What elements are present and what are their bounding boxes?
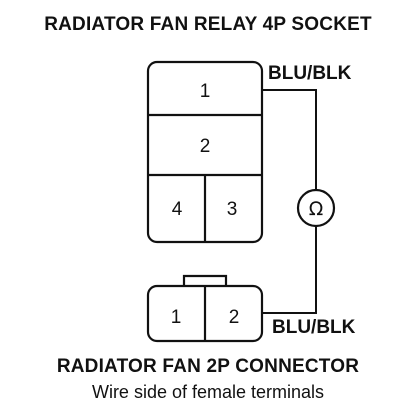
relay-socket-title: RADIATOR FAN RELAY 4P SOCKET bbox=[44, 14, 372, 35]
connector-pin-2: 2 bbox=[229, 307, 240, 328]
relay-pin-3: 3 bbox=[227, 199, 238, 220]
relay-wire-label: BLU/BLK bbox=[268, 63, 352, 84]
ohmmeter-icon bbox=[296, 188, 336, 228]
relay-pin-2: 2 bbox=[200, 136, 211, 157]
test-lead: Ω bbox=[262, 89, 336, 314]
ohm-symbol: Ω bbox=[309, 198, 324, 220]
fan-connector: 1 2 bbox=[146, 274, 264, 343]
test-lead-upper bbox=[262, 89, 317, 190]
connector-wire-label: BLU/BLK bbox=[272, 317, 356, 338]
test-lead-lower bbox=[262, 226, 317, 314]
relay-socket: 1 2 4 3 bbox=[146, 60, 264, 244]
connector-lock-tab bbox=[182, 274, 228, 286]
connector-title: RADIATOR FAN 2P CONNECTOR bbox=[56, 356, 360, 377]
relay-pin-4: 4 bbox=[172, 199, 183, 220]
relay-pin-1: 1 bbox=[200, 81, 211, 102]
connector-pin-1: 1 bbox=[171, 307, 182, 328]
connector-subtitle: Wire side of female terminals bbox=[91, 382, 325, 402]
